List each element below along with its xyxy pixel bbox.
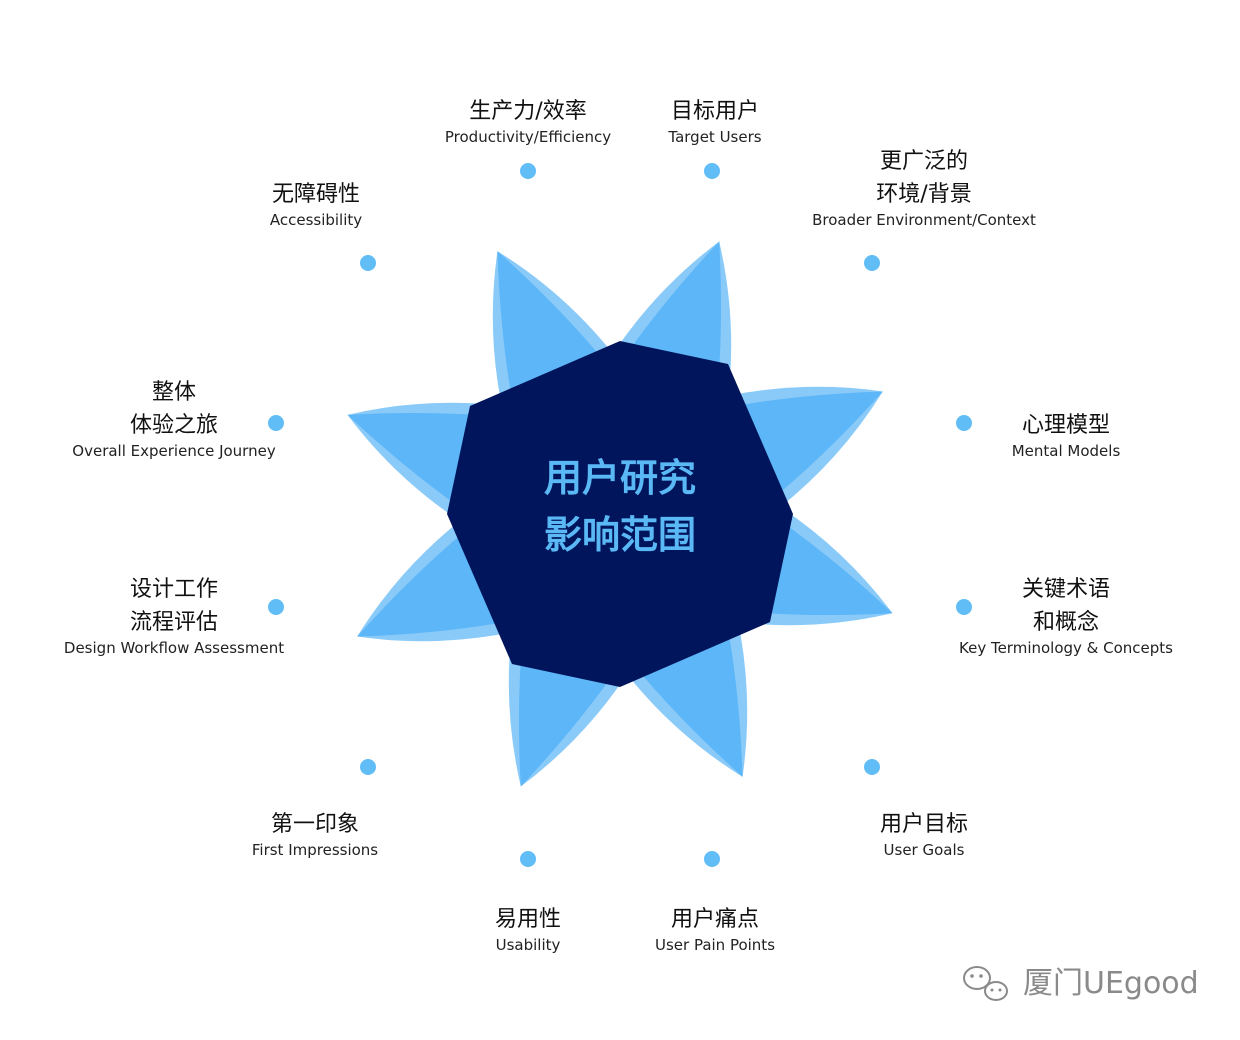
- scope-item-dot: [268, 415, 284, 431]
- scope-item-label-cn: 易用性: [495, 907, 561, 932]
- scope-item: 生产力/效率 Productivity/Efficiency: [445, 99, 611, 179]
- scope-item-label-cn: 环境/背景: [876, 182, 971, 207]
- scope-item-dot: [864, 255, 880, 271]
- wechat-icon: [963, 966, 1008, 1001]
- scope-item-dot: [864, 759, 880, 775]
- scope-item-label-en: User Pain Points: [655, 936, 775, 954]
- scope-item-label-cn: 体验之旅: [130, 413, 218, 438]
- scope-item-label-en: Design Workflow Assessment: [64, 639, 284, 657]
- scope-item-dot: [360, 759, 376, 775]
- scope-item-dot: [704, 851, 720, 867]
- scope-item-label-cn: 心理模型: [1022, 413, 1110, 438]
- watermark-text: 厦门UEgood: [1023, 966, 1199, 1001]
- scope-item-label-cn: 用户痛点: [671, 907, 759, 932]
- scope-item-label-cn: 第一印象: [271, 812, 359, 837]
- scope-item-label-en: Overall Experience Journey: [72, 442, 276, 460]
- center-title-line1: 用户研究: [544, 456, 696, 500]
- scope-item-label-cn: 关键术语: [1022, 577, 1110, 602]
- scope-item: 用户目标 User Goals: [864, 759, 968, 859]
- center-title-line2: 影响范围: [544, 513, 696, 557]
- scope-item-label-cn: 无障碍性: [272, 182, 360, 207]
- scope-item: 第一印象 First Impressions: [252, 759, 378, 859]
- scope-item: 无障碍性 Accessibility: [270, 182, 376, 271]
- scope-labels: 生产力/效率 Productivity/Efficiency 目标用户 Target …: [64, 99, 1173, 954]
- scope-item-label-cn: 和概念: [1033, 610, 1099, 635]
- scope-item-label-en: Accessibility: [270, 211, 362, 229]
- scope-item-label-cn: 更广泛的: [880, 149, 968, 174]
- scope-item-label-cn: 用户目标: [880, 812, 968, 837]
- scope-item-dot: [360, 255, 376, 271]
- scope-item-label-en: First Impressions: [252, 841, 378, 859]
- scope-item-label-en: Target Users: [667, 128, 761, 146]
- scope-item-label-cn: 生产力/效率: [469, 99, 586, 124]
- scope-item-dot: [956, 599, 972, 615]
- scope-item-label-en: Productivity/Efficiency: [445, 128, 611, 146]
- scope-item-dot: [520, 163, 536, 179]
- scope-item: 用户痛点 User Pain Points: [655, 851, 775, 954]
- scope-item-label-en: Broader Environment/Context: [812, 211, 1036, 229]
- scope-item-label-cn: 整体: [152, 380, 196, 405]
- scope-item-dot: [704, 163, 720, 179]
- scope-item-label-cn: 设计工作: [130, 577, 218, 602]
- scope-item: 易用性 Usability: [495, 851, 561, 954]
- scope-item: 目标用户 Target Users: [667, 99, 762, 179]
- scope-item-label-cn: 流程评估: [130, 610, 218, 635]
- scope-item-label-en: Usability: [496, 936, 561, 954]
- scope-item-dot: [956, 415, 972, 431]
- watermark: 厦门UEgood: [963, 966, 1199, 1001]
- scope-item-label-cn: 目标用户: [671, 99, 759, 124]
- scope-item-label-en: User Goals: [884, 841, 965, 859]
- scope-item-dot: [520, 851, 536, 867]
- scope-item-label-en: Mental Models: [1012, 442, 1121, 460]
- scope-item-label-en: Key Terminology & Concepts: [959, 639, 1173, 657]
- scope-item: 心理模型 Mental Models: [956, 413, 1120, 460]
- scope-item-dot: [268, 599, 284, 615]
- center-core: [447, 341, 793, 687]
